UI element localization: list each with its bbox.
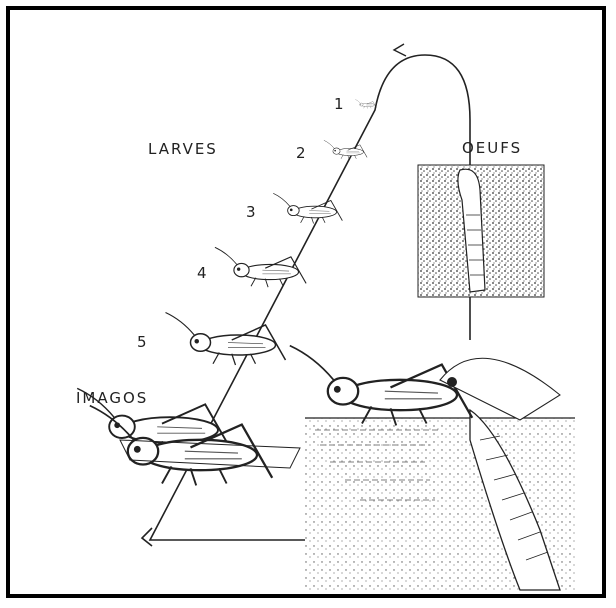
- nymph-stage-3: [273, 193, 342, 223]
- stage-number-3: 3: [246, 203, 256, 221]
- nymph-stage-5: [166, 313, 286, 366]
- cycle-arrow-left: [142, 528, 152, 546]
- stage-number-5: 5: [137, 333, 147, 351]
- cycle-arrow-top: [394, 44, 406, 56]
- stage-number-1: 1: [334, 95, 344, 113]
- larvae-label: LARVES: [148, 140, 218, 158]
- nymph-stage-2: [324, 140, 367, 159]
- stage-number-2: 2: [296, 144, 306, 162]
- adults-label: IMAGOS: [76, 389, 148, 407]
- eggs-label: OEUFS: [462, 139, 522, 157]
- stage-number-4: 4: [197, 264, 207, 282]
- nymph-stage-1: [355, 99, 376, 108]
- nymph-stage-4: [215, 247, 306, 287]
- egg-pod-illustration: [418, 165, 544, 297]
- egg-laying-female-illustration: [290, 346, 575, 593]
